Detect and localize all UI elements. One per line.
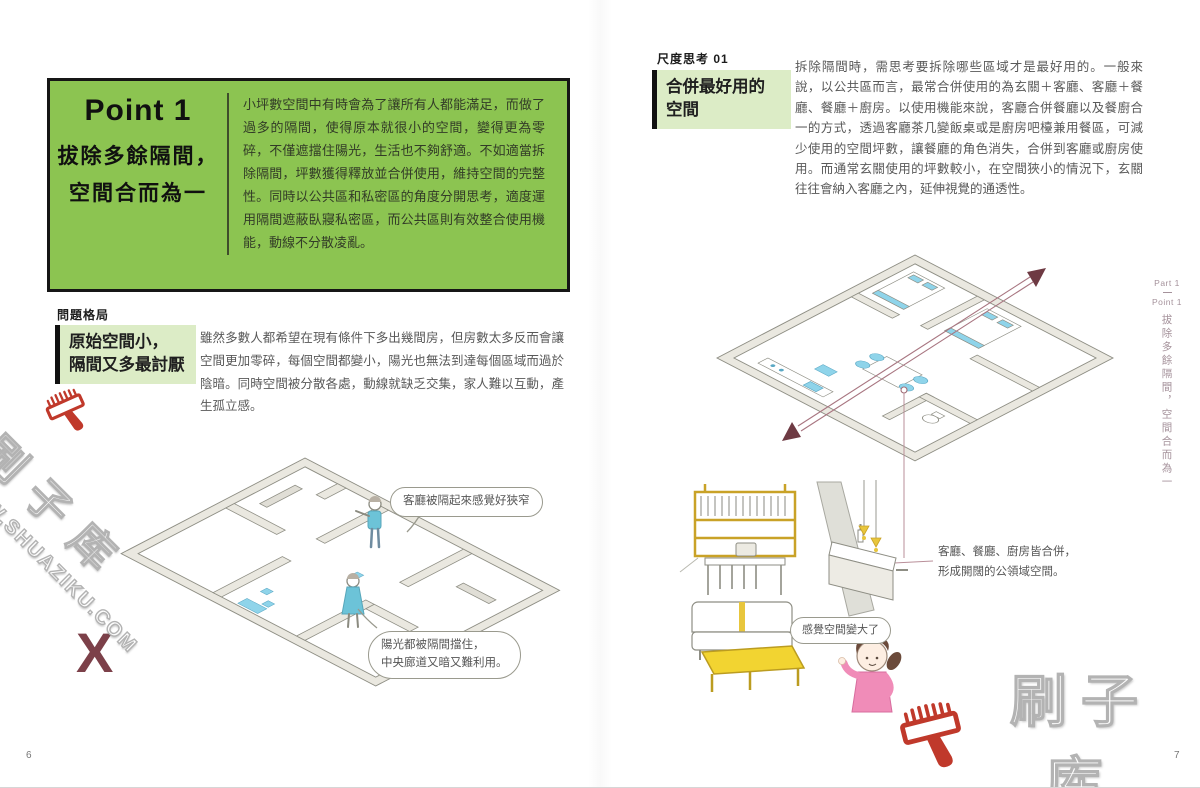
bubble2-tail — [357, 608, 378, 629]
right-illustration — [679, 254, 1114, 713]
point-title-line1: 拔除多餘隔間， — [57, 145, 219, 168]
x-mark: X — [76, 621, 114, 684]
problem-heading-line1: 原始空間小， — [69, 333, 168, 351]
circulation-arrow — [782, 268, 1046, 441]
point-body-text: 小坪數空間中有時會為了讓所有人都能滿足，而做了過多的隔間，使得原本就很小的空間，… — [243, 97, 545, 250]
watermark-brush-icon — [45, 388, 85, 431]
side-tab-part: Part 1 — [1154, 278, 1180, 288]
bar-counter — [828, 524, 908, 601]
problem-heading-line2: 隔間又多最討厭 — [69, 355, 185, 374]
person-dress — [341, 573, 365, 628]
girl-figure — [838, 634, 902, 713]
page-gutter — [588, 0, 612, 787]
divider — [227, 93, 229, 255]
side-tab-title: 拔除多餘隔間，空間合而為一 — [1160, 314, 1173, 490]
problem-body-text: 雖然多數人都希望在現有條件下多出幾間房，但房數太多反而會讓空間更加零碎，每個空間… — [200, 331, 564, 414]
side-tab-point: Point 1 — [1152, 297, 1182, 307]
person-pointing — [355, 496, 382, 549]
scale-heading-line2: 空間 — [666, 100, 699, 119]
scale-kicker: 尺度思考 01 — [657, 52, 729, 66]
sofa — [691, 601, 793, 660]
merge-caption: 客廳、餐廳、廚房皆合併， 形成開闊的公領域空間。 — [938, 546, 1076, 579]
left-floorplan-illustration — [120, 457, 561, 687]
scale-body-text: 拆除隔間時，需思考要拆除哪些區域才是最好用的。一般來說，以公共區而言，最常合併使… — [795, 60, 1143, 197]
watermark-brand: 刷子库 — [1009, 669, 1153, 788]
point-box: Point 1 拔除多餘隔間， 空間合而為一 小坪數空間中有時會為了讓所有人都能… — [47, 78, 570, 292]
speech-bubble-narrow: 客廳被隔起來感覺好狹窄 — [390, 487, 543, 517]
page-number-left: 6 — [26, 750, 32, 761]
side-tab: Part 1 Point 1 拔除多餘隔間，空間合而為一 — [1150, 278, 1184, 490]
problem-heading: 原始空間小， 隔間又多最討厭 — [55, 325, 196, 384]
problem-kicker: 問題格局 — [57, 308, 110, 322]
watermark-brush-icon — [900, 702, 961, 768]
scale-heading-line1: 合併最好用的 — [666, 78, 765, 96]
coffee-table — [700, 645, 806, 692]
scale-heading: 合併最好用的 空間 — [652, 70, 791, 129]
page-number-right: 7 — [1174, 750, 1180, 761]
side-tab-dash — [1162, 292, 1172, 293]
pendant-lamps — [858, 480, 882, 552]
desk — [679, 542, 786, 595]
point-number: Point 1 — [84, 94, 192, 127]
watermark-bottom-right: 刷子库 WWW.SHUAZIKU.COM — [893, 656, 1185, 788]
speech-bubble-bigger: 感覺空間變大了 — [790, 617, 891, 645]
point-title-line2: 空間合而為一 — [69, 181, 207, 205]
speech-bubble-dark: 陽光都被隔間擋住， 中央廊道又暗又難利用。 — [368, 631, 521, 679]
point-title: 拔除多餘隔間， 空間合而為一 — [50, 139, 226, 213]
